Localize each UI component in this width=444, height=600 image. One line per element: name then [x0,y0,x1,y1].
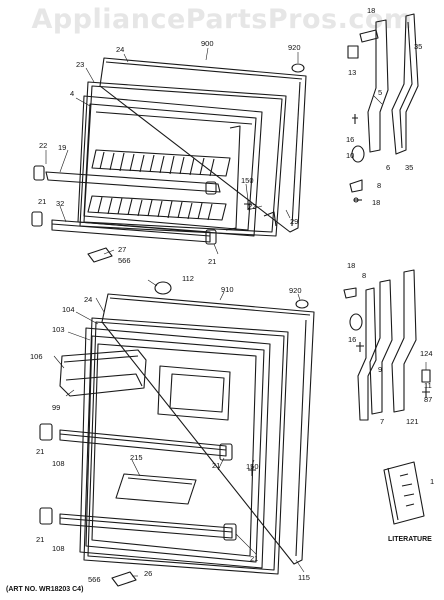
handle-9 [357,287,377,421]
fresh-food-door-outer-panel [101,293,315,565]
callout-16: 16 [346,135,354,144]
callout-112: 112 [182,274,194,283]
callout-35: 35 [414,42,422,51]
callout-9: 9 [378,365,382,374]
end-cap-21-left [31,211,43,227]
end-cap-21-left-mid [39,423,53,441]
callout-26: 26 [144,569,152,578]
callout-7: 7 [380,417,384,426]
callout-150b: 150 [246,462,259,471]
callout-1: 1 [430,477,434,486]
callout-104: 104 [62,305,75,314]
handle-trim-121 [391,269,417,413]
callout-21d: 21 [212,461,220,470]
callout-920: 920 [288,43,301,52]
literature-label: LITERATURE [388,536,432,543]
callout-150: 150 [241,176,254,185]
callout-8b: 8 [362,271,366,280]
callout-106: 106 [30,352,43,361]
handle-trim-35 [391,13,419,155]
door-shelf-bar-108-lower [59,513,233,539]
callout-21: 21 [38,197,46,206]
callout-5: 5 [378,88,382,97]
callout-4: 4 [70,89,74,98]
callout-32: 32 [56,199,64,208]
callout-18: 18 [367,6,375,15]
door-shelf-bar-108-upper [59,429,227,457]
fresh-food-door-gasket [83,317,289,575]
callout-115: 115 [298,573,310,582]
callout-16b: 16 [348,335,356,344]
callout-21c: 21 [36,447,44,456]
callout-103: 103 [52,325,65,334]
callout-99: 99 [52,403,60,412]
handle-5 [367,19,389,153]
freezer-door-outer-panel [99,57,307,233]
freezer-door-liner [77,95,263,237]
callout-108: 108 [52,459,65,468]
freezer-door-gasket [79,81,287,237]
callout-22: 22 [39,141,47,150]
end-cap-21-left-low [39,507,53,525]
callout-108b: 108 [52,544,65,553]
callout-24b: 24 [84,295,92,304]
callout-21f: 21 [250,554,258,563]
callout-121: 121 [406,417,419,426]
callout-566b: 566 [88,575,101,584]
callout-27: 27 [118,245,126,254]
callout-23: 23 [76,60,84,69]
callout-8: 8 [377,181,381,190]
art-number: (ART NO. WR18203 C4) [6,586,84,593]
callout-87: 87 [424,395,432,404]
handle-7 [369,279,393,415]
callout-35b: 35 [405,163,413,172]
fresh-food-door-liner [79,327,271,569]
callout-11: 11 [424,381,432,390]
callout-21e: 21 [36,535,44,544]
literature-booklet [383,461,425,525]
callout-6: 6 [386,163,390,172]
callout-124: 124 [420,349,433,358]
end-cap-22-left [33,165,45,181]
callout-18b: 18 [372,198,380,207]
callout-910: 910 [221,285,234,294]
callout-18c: 18 [347,261,355,270]
callout-900: 900 [201,39,214,48]
callout-22b: 22 [248,202,256,211]
callout-13: 13 [348,68,356,77]
dairy-door-106 [59,349,147,397]
door-bin-215 [115,473,197,505]
callout-920b: 920 [289,286,302,295]
freezer-shelf-bar-32 [51,219,211,243]
freezer-shelf-bar-19 [45,171,221,193]
callout-215: 215 [130,453,143,462]
callout-10: 10 [346,151,354,160]
callout-566: 566 [118,256,131,265]
callout-29: 29 [290,217,298,226]
callout-24: 24 [116,45,124,54]
callout-21b: 21 [208,257,216,266]
callout-19: 19 [58,143,66,152]
